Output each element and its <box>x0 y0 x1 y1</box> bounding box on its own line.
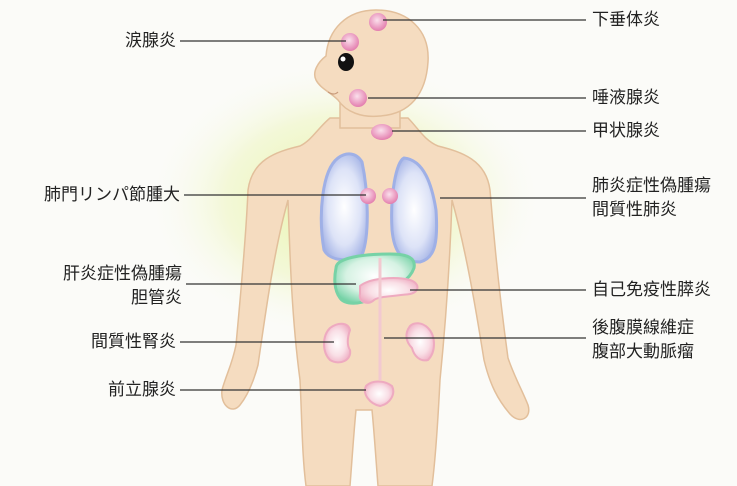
eye <box>338 53 354 71</box>
thyroid-gland <box>371 124 393 140</box>
label-retroperitoneal: 後腹膜線維症 腹部大動脈瘤 <box>592 316 694 364</box>
label-hilar: 肺門リンパ節腫大 <box>44 183 180 207</box>
left-kidney <box>324 324 350 363</box>
label-liver: 肝炎症性偽腫瘍 胆管炎 <box>63 262 182 310</box>
hilar-node-right <box>382 188 398 204</box>
label-prostate: 前立腺炎 <box>108 378 176 402</box>
label-lacrimal: 涙腺炎 <box>125 29 176 53</box>
left-lung <box>321 154 367 260</box>
lacrimal-gland <box>341 33 359 51</box>
salivary-gland <box>349 89 367 107</box>
pituitary-gland <box>369 13 387 31</box>
hilar-node-left <box>360 188 376 204</box>
label-pituitary: 下垂体炎 <box>592 8 660 32</box>
label-kidney: 間質性腎炎 <box>91 330 176 354</box>
label-pancreas: 自己免疫性膵炎 <box>592 278 711 302</box>
label-lung: 肺炎症性偽腫瘍 間質性肺炎 <box>592 174 711 222</box>
label-salivary: 唾液腺炎 <box>592 86 660 110</box>
label-thyroid: 甲状腺炎 <box>592 119 660 143</box>
